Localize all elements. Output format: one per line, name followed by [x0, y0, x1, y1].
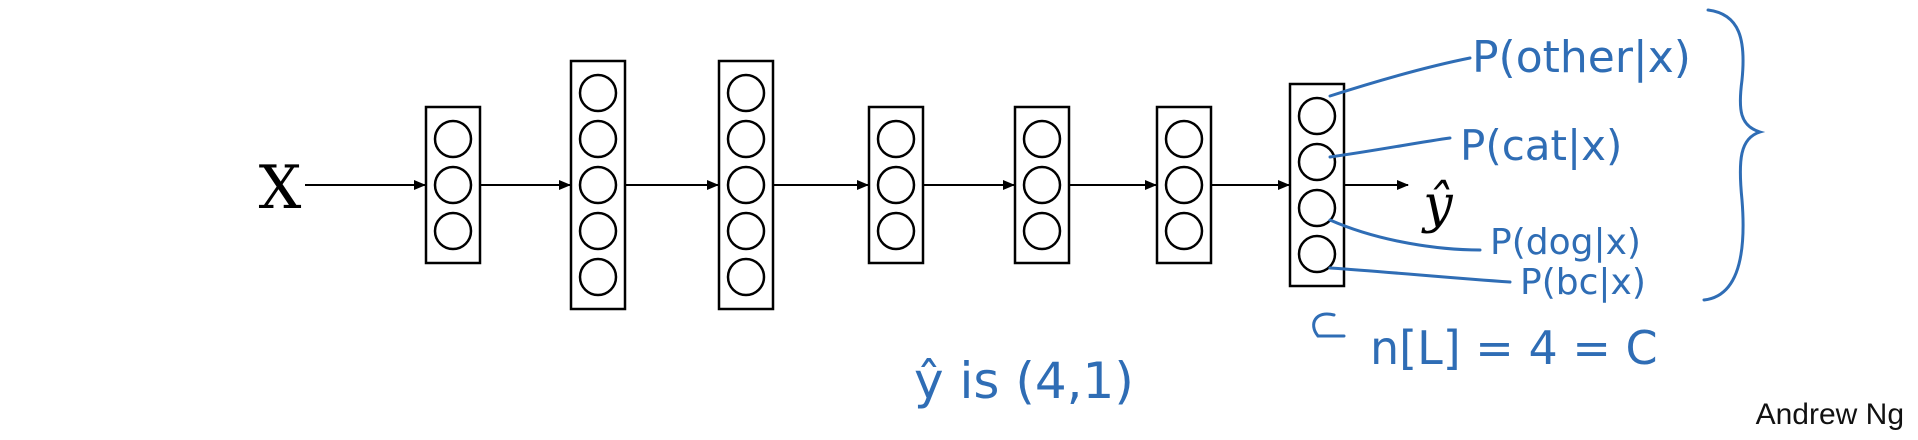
probability-labels: P(other|x) P(cat|x) P(dog|x) P(bc|x) [1460, 32, 1691, 303]
layer-5 [1013, 105, 1071, 265]
neuron [578, 211, 618, 251]
layer-6 [1155, 105, 1213, 265]
neuron [578, 165, 618, 205]
line-dog [1328, 218, 1482, 252]
neuron [578, 119, 618, 159]
neuron [1297, 96, 1337, 136]
layer-1 [424, 105, 482, 265]
prob-dog: P(dog|x) [1490, 222, 1641, 263]
neuron [1297, 142, 1337, 182]
line-bc [1328, 266, 1512, 284]
neuron [726, 257, 766, 297]
author-credit: Andrew Ng [1755, 398, 1904, 431]
probability-lines [1328, 56, 1512, 284]
neuron [726, 211, 766, 251]
neuron [578, 73, 618, 113]
neuron [433, 211, 473, 251]
neuron [876, 119, 916, 159]
yhat-shape-note: ŷ is (4,1) [914, 352, 1134, 410]
neuron [1297, 234, 1337, 274]
hidden-layers [424, 59, 1346, 311]
neuron [726, 165, 766, 205]
layer-4 [867, 105, 925, 265]
line-cat [1328, 136, 1452, 159]
prob-cat: P(cat|x) [1460, 121, 1622, 170]
layer-3 [717, 59, 775, 311]
pointer-mark [1312, 312, 1346, 338]
prob-other: P(other|x) [1472, 32, 1691, 83]
right-curly-brace [1702, 8, 1766, 302]
line-other [1328, 56, 1472, 98]
layer-2 [569, 59, 627, 311]
neuron [1022, 119, 1062, 159]
neuron [876, 211, 916, 251]
neuron [578, 257, 618, 297]
prob-bc: P(bc|x) [1520, 262, 1646, 303]
neuron [433, 165, 473, 205]
neuron [433, 119, 473, 159]
layer-7 [1288, 82, 1346, 288]
neuron [1022, 211, 1062, 251]
num-classes-note: n[L] = 4 = C [1370, 321, 1658, 375]
neuron [1164, 165, 1204, 205]
neuron [1297, 188, 1337, 228]
neuron [1164, 211, 1204, 251]
neuron [876, 165, 916, 205]
neuron [1022, 165, 1062, 205]
output-label: ŷ [1421, 175, 1453, 235]
output-label-text: ŷ [1421, 175, 1453, 235]
neuron [1164, 119, 1204, 159]
input-label: X [259, 153, 302, 223]
neuron [726, 73, 766, 113]
neuron [726, 119, 766, 159]
